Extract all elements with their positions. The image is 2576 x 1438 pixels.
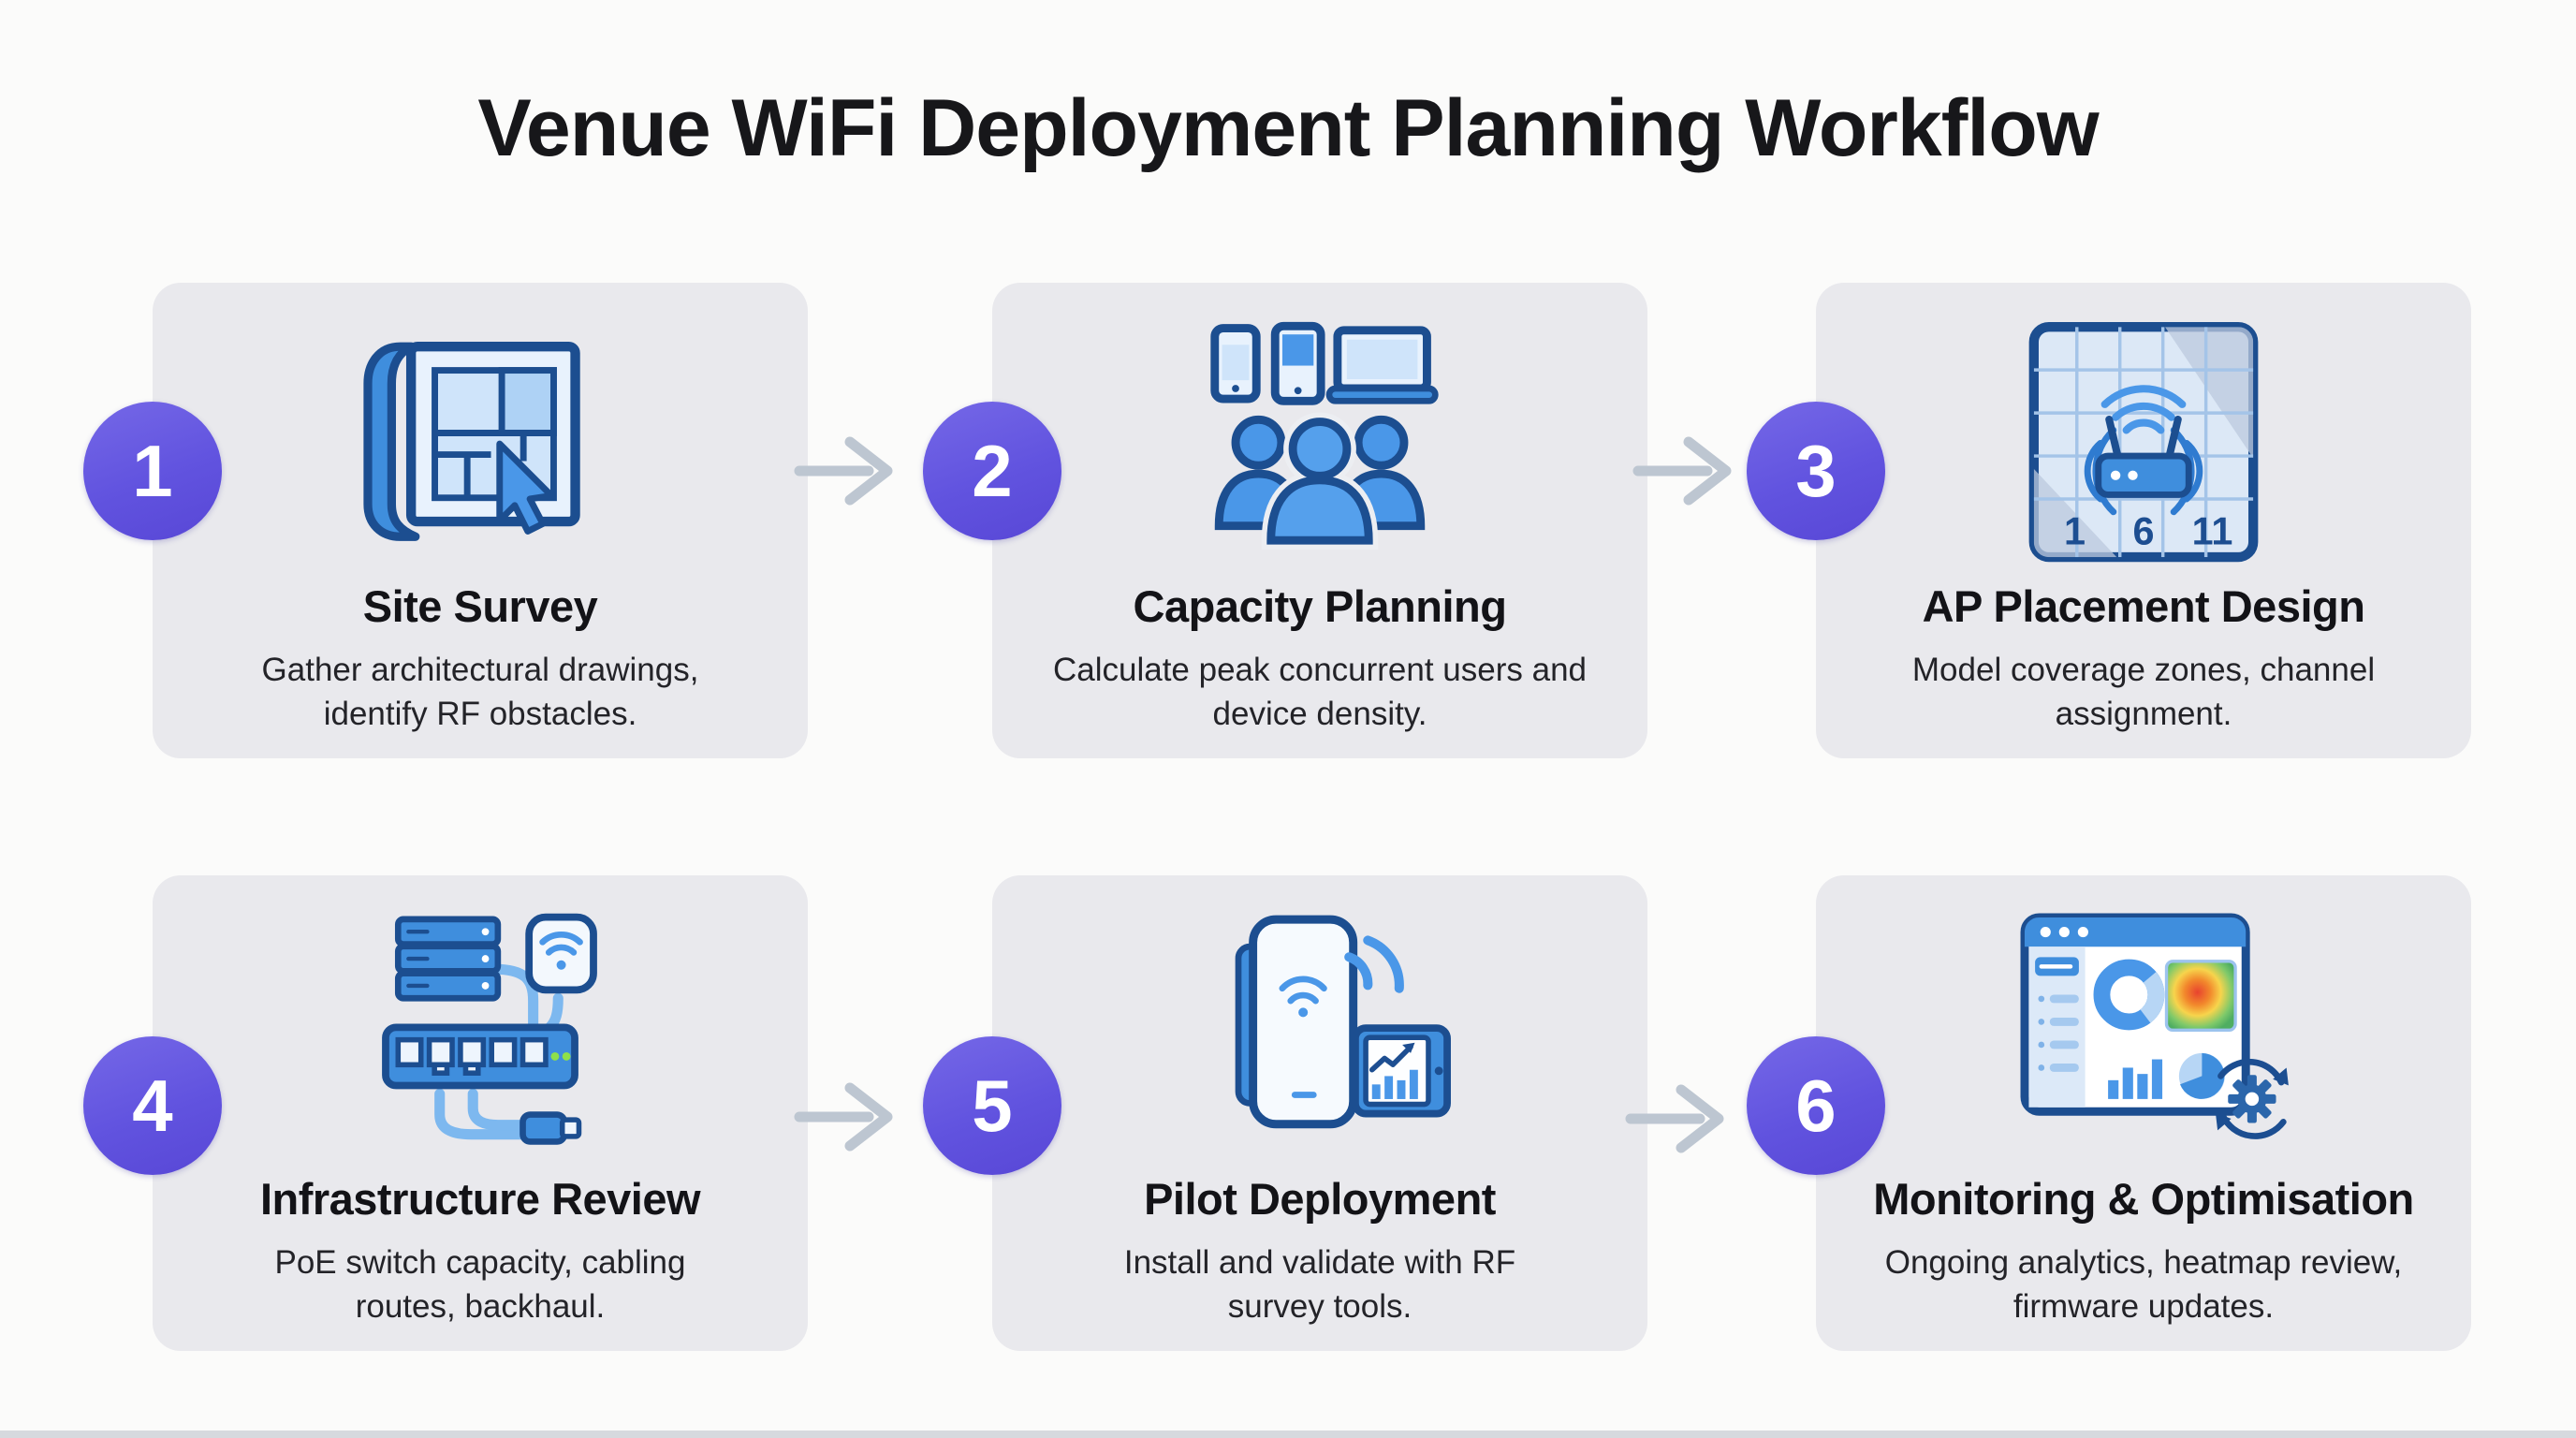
step-description: PoE switch capacity, cabling routes, bac… bbox=[274, 1244, 686, 1325]
coverage-map-icon: 1 6 11 bbox=[2014, 318, 2273, 576]
step-card-monitoring: Monitoring & Optimisation Ongoing analyt… bbox=[1816, 875, 2471, 1351]
flow-arrow-icon bbox=[1632, 436, 1732, 506]
step-description: Gather architectural drawings, identify … bbox=[261, 652, 699, 732]
step-title: Monitoring & Optimisation bbox=[1873, 1174, 2414, 1224]
step-card-pilot-deployment: Pilot Deployment Install and validate wi… bbox=[992, 875, 1647, 1351]
step-number-badge-2: 2 bbox=[923, 402, 1061, 540]
channel-label-1: 1 bbox=[2064, 509, 2086, 552]
step-title: Infrastructure Review bbox=[259, 1174, 701, 1224]
step-description: Ongoing analytics, heatmap review, firmw… bbox=[1884, 1244, 2403, 1325]
step-number-badge-3: 3 bbox=[1747, 402, 1885, 540]
step-title: AP Placement Design bbox=[1922, 581, 2365, 631]
access-point-survey-icon bbox=[1184, 911, 1456, 1148]
channel-label-11: 11 bbox=[2192, 509, 2233, 552]
step-number-badge-6: 6 bbox=[1747, 1036, 1885, 1175]
step-number-badge-1: 1 bbox=[83, 402, 222, 540]
poe-switch-icon bbox=[340, 911, 621, 1152]
step-number-badge-4: 4 bbox=[83, 1036, 222, 1175]
channel-label-6: 6 bbox=[2132, 509, 2154, 552]
step-description: Model coverage zones, channel assignment… bbox=[1911, 652, 2376, 732]
step-title: Capacity Planning bbox=[1133, 581, 1507, 631]
page-title: Venue WiFi Deployment Planning Workflow bbox=[477, 83, 2099, 173]
step-number-badge-5: 5 bbox=[923, 1036, 1061, 1175]
flow-arrow-icon bbox=[794, 1082, 893, 1152]
step-card-capacity-planning: Capacity Planning Calculate peak concurr… bbox=[992, 283, 1647, 758]
step-description: Install and validate with RF survey tool… bbox=[1123, 1244, 1516, 1325]
step-description: Calculate peak concurrent users and devi… bbox=[1052, 652, 1588, 732]
step-card-infrastructure: Infrastructure Review PoE switch capacit… bbox=[153, 875, 808, 1351]
dashboard-gear-icon bbox=[1998, 911, 2290, 1148]
step-title: Pilot Deployment bbox=[1144, 1174, 1496, 1224]
devices-users-icon bbox=[1179, 318, 1460, 557]
step-card-site-survey: Site Survey Gather architectural drawing… bbox=[153, 283, 808, 758]
step-title: Site Survey bbox=[362, 581, 598, 631]
step-card-ap-placement: 1 6 11 AP Placement Design Model coverag… bbox=[1816, 283, 2471, 758]
bottom-edge-strip bbox=[0, 1431, 2576, 1438]
flow-arrow-icon bbox=[794, 436, 893, 506]
blueprint-cursor-icon bbox=[340, 318, 621, 552]
flow-arrow-icon bbox=[1625, 1084, 1724, 1153]
